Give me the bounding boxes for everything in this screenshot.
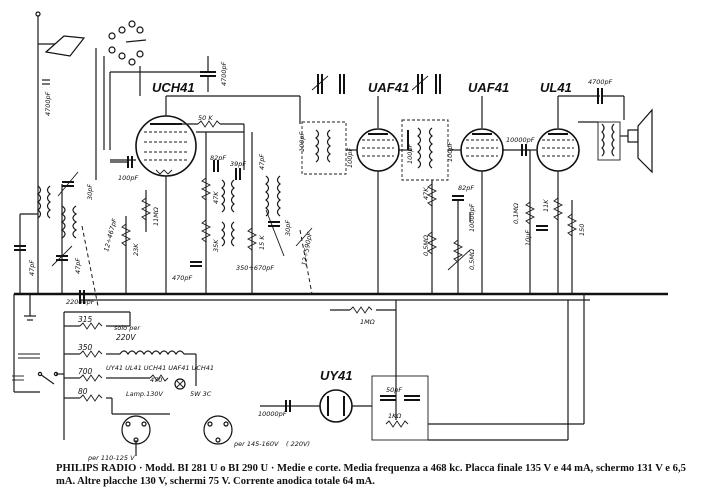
output-stage: 4700pF bbox=[578, 78, 653, 174]
uaf41-b-label: UAF41 bbox=[468, 80, 509, 95]
tuning-cap-symbol-2 bbox=[411, 74, 441, 94]
c-10000-b-label: 10000pF bbox=[258, 410, 287, 418]
antenna-section bbox=[14, 11, 86, 321]
c-4700-left-label: 4700pF bbox=[44, 91, 52, 116]
c-10000-det-label: 10000pF bbox=[468, 203, 476, 232]
r-700-label: 700 bbox=[78, 367, 93, 376]
power-supply: 315 solo per 220V 350 700 80 UY41 UL41 U… bbox=[12, 294, 310, 462]
c-47pf-ant-label: 47pF bbox=[28, 260, 36, 276]
antenna-plate-icon bbox=[44, 35, 86, 57]
r-11m-label: 11MΩ bbox=[152, 207, 160, 226]
c-82pf-label: 82pF bbox=[210, 154, 226, 162]
c-350-670-label: 350÷670pF bbox=[236, 264, 274, 272]
c-4700-top-label: 4700pF bbox=[220, 61, 228, 86]
uch41-label: UCH41 bbox=[152, 80, 195, 95]
c-50pf-label: 50pF bbox=[386, 386, 402, 394]
c-30pf-b-label: 30pF bbox=[284, 220, 292, 236]
ul41-label: UL41 bbox=[540, 80, 572, 95]
oscillator-section: 47K 35K 470pF 82pF 39pF 47pF 15 K 350÷67… bbox=[172, 124, 314, 295]
c-100pf-label: 100pF bbox=[118, 174, 139, 182]
lamp-label: Lamp.130V bbox=[126, 390, 164, 398]
per-145-label: per 145-160V bbox=[233, 440, 279, 448]
r-1k-label: 1KΩ bbox=[388, 412, 401, 420]
uaf41-a-label: UAF41 bbox=[368, 80, 409, 95]
tube-uch41 bbox=[110, 95, 300, 294]
c-39pf-label: 39pF bbox=[230, 160, 246, 168]
tube-uy41: 10000pF bbox=[258, 389, 372, 423]
c-10000pf-label: 10000pF bbox=[506, 136, 535, 144]
c-47pf-trim-label: 47pF bbox=[74, 258, 82, 274]
r-23k-label: 23K bbox=[132, 243, 140, 256]
if-transformer-1: 100pF 100pF bbox=[298, 96, 360, 175]
v220-paren-label: ( 220V) bbox=[286, 440, 310, 448]
filter-section: 50pF 1KΩ bbox=[371, 375, 584, 441]
res-50k: 50 K bbox=[176, 114, 244, 128]
tube-ul41: 11K 10µF 150 bbox=[524, 95, 600, 294]
c-100pf-if2-label: 100pF bbox=[346, 147, 354, 168]
r-35k-label: 35K bbox=[212, 239, 220, 252]
c-82pf-b-label: 82pF bbox=[458, 184, 474, 192]
schematic-caption: PHILIPS RADIO · Modd. BI 281 U o BI 290 … bbox=[56, 463, 686, 487]
lamp-spec-label: 5W 3C bbox=[190, 390, 212, 398]
speaker-icon bbox=[637, 108, 653, 174]
cap-10000pf: 10000pF 0,1MΩ bbox=[506, 136, 536, 294]
c-30pf-label: 30pF bbox=[86, 184, 94, 200]
v220-label: 220V bbox=[116, 333, 136, 342]
c-100pf-if4-label: 100pF bbox=[446, 141, 454, 162]
c-100pf-if-label: 100pF bbox=[298, 131, 306, 152]
wave-switch bbox=[95, 20, 200, 180]
c-100pf-if3-label: 100pF bbox=[406, 143, 414, 164]
c-22000-label: 22000pF bbox=[66, 298, 95, 306]
tube-uaf41-2 bbox=[460, 96, 530, 294]
r-50k-label: 50 K bbox=[198, 114, 213, 122]
c-10uf-label: 10µF bbox=[524, 230, 532, 246]
uy41-label: UY41 bbox=[320, 368, 353, 383]
tuning-cap-symbol-1 bbox=[311, 74, 345, 94]
r-15k-label: 15 K bbox=[258, 235, 266, 250]
c-12-590-label: 12÷590pF bbox=[300, 231, 314, 266]
c-12-467-label: 12÷467pF bbox=[102, 217, 119, 252]
heaters-label: UY41 UL41 UCH41 UAF41 UCH41 bbox=[106, 364, 214, 372]
res-23k: 23K bbox=[120, 216, 140, 294]
r-05m-b-label: 0,5MΩ bbox=[468, 249, 476, 270]
r-47k-label: 47K bbox=[212, 191, 220, 204]
c-47pf-osc-label: 47pF bbox=[258, 154, 266, 170]
r-47k-b-label: 47K bbox=[422, 187, 430, 200]
tube-uaf41-1 bbox=[356, 96, 412, 294]
c-470pf-label: 470pF bbox=[172, 274, 193, 282]
if-transformer-2: 100pF 100pF bbox=[401, 119, 462, 181]
r-150-label: 150 bbox=[578, 224, 586, 236]
cap-4700-top: 4700pF bbox=[200, 56, 228, 92]
r-470-label: 470 bbox=[150, 376, 162, 384]
detector-network: 47K 0,5MΩ 82pF 10000pF 0,5MΩ bbox=[422, 180, 476, 294]
r-11-label: 11K bbox=[542, 199, 550, 212]
res-11m: 11MΩ bbox=[140, 190, 160, 232]
c-4700-out-label: 4700pF bbox=[588, 78, 613, 86]
per-110-label: per 110-125 V bbox=[87, 454, 135, 462]
r-80-label: 80 bbox=[78, 387, 88, 396]
r-01m-label: 0,1MΩ bbox=[512, 203, 520, 224]
r-315-label: 315 bbox=[78, 315, 93, 324]
cap-100pf: 100pF bbox=[110, 156, 139, 182]
r-350-label: 350 bbox=[78, 343, 93, 352]
solo-per-label: solo per bbox=[114, 324, 141, 332]
r-1m-label: 1MΩ bbox=[360, 318, 375, 326]
r-05m-label: 0,5MΩ bbox=[422, 235, 430, 256]
